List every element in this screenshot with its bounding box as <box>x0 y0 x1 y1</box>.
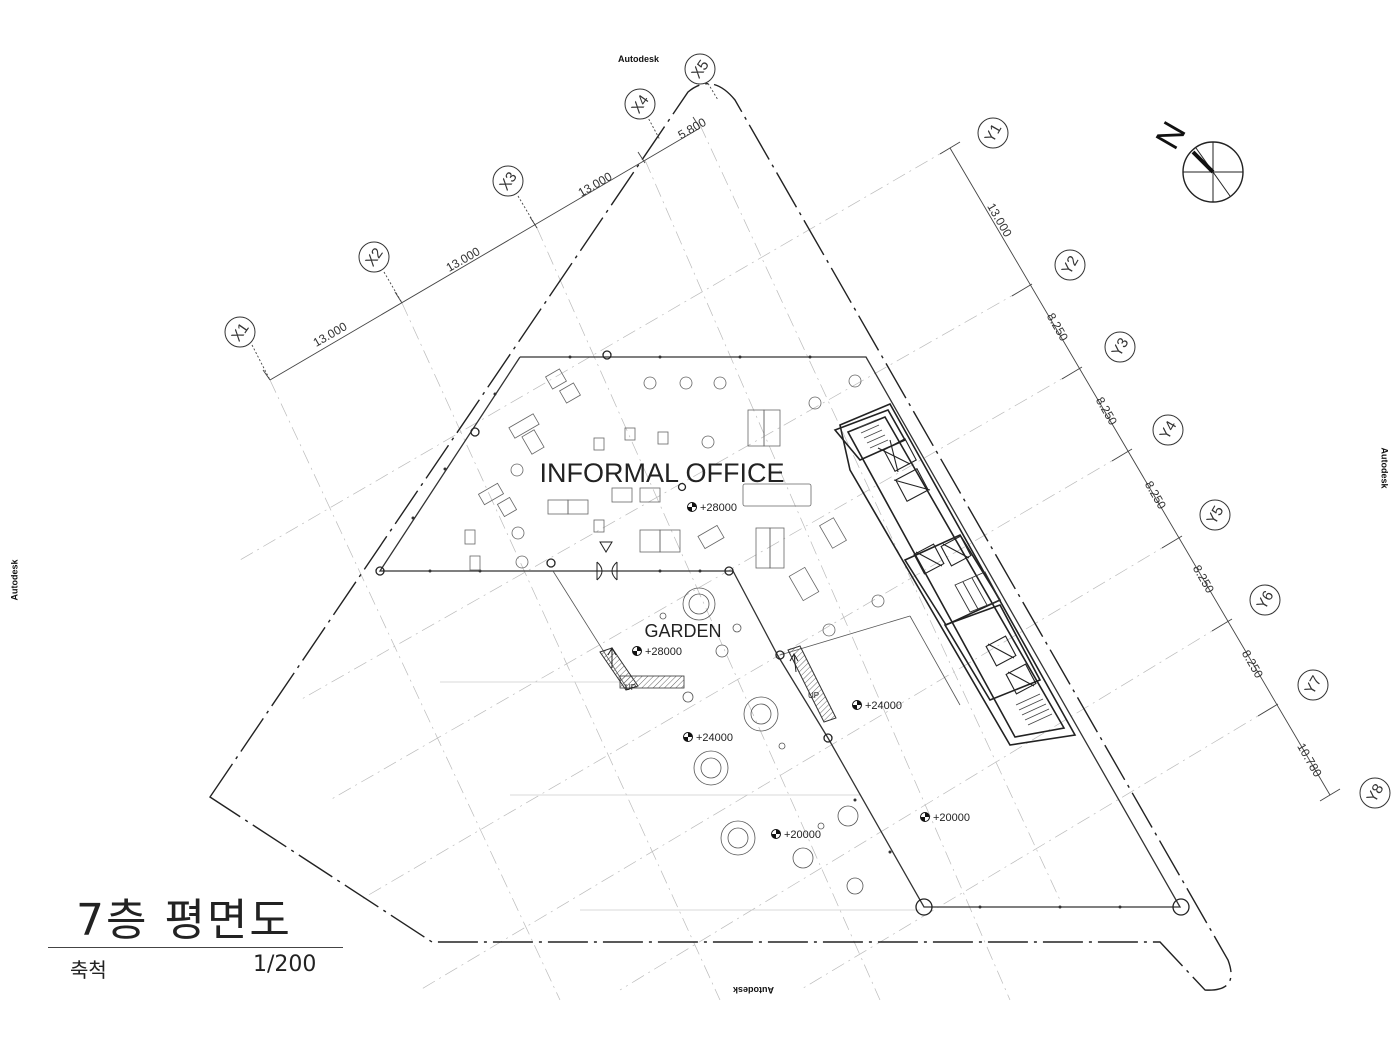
stairs-left <box>599 646 685 691</box>
garden-trees <box>659 587 864 895</box>
y-grid-bubbles <box>977 117 1391 809</box>
scale-value: 1/200 <box>253 952 317 977</box>
grid-lines <box>239 124 1269 1001</box>
office-round-tables <box>510 374 885 637</box>
x-grid-bubbles <box>224 53 716 348</box>
y-spacing-2: 8.250 <box>1044 310 1071 343</box>
restrooms <box>954 571 1001 613</box>
grid-label-y5: Y5 <box>1203 503 1227 527</box>
column-circles <box>375 350 1190 916</box>
column-points <box>411 355 1122 909</box>
y-spacing-3: 8.250 <box>1093 394 1120 427</box>
x-spacing-2: 13.000 <box>444 244 483 275</box>
grid-bubble-y2 <box>1054 249 1086 281</box>
level-marker-2: +28000 <box>632 646 682 658</box>
office-furniture <box>464 368 847 602</box>
grid-bubble-y7 <box>1297 669 1329 701</box>
grid-label-y7: Y7 <box>1301 673 1325 697</box>
title-underline <box>48 947 343 948</box>
stair-label-up-right: UP <box>808 691 819 700</box>
watermark-bottom: Autodesk <box>733 985 775 995</box>
compass-label: N <box>1149 115 1194 155</box>
grid-bubble-y1 <box>977 117 1009 149</box>
building-core <box>833 402 1077 746</box>
level-text-3: +24000 <box>865 700 902 712</box>
grid-bubble-x1 <box>224 316 256 348</box>
site-boundary <box>209 83 1232 991</box>
north-arrow-icon: N <box>1149 115 1244 203</box>
level-marker-6: +20000 <box>771 829 821 841</box>
x-spacing-4: 5.800 <box>675 115 708 142</box>
y-spacing-labels: 13.000 8.250 8.250 8.250 8.250 8.250 10.… <box>984 201 1325 780</box>
level-marker-5: +20000 <box>920 812 970 824</box>
level-marker-4: +24000 <box>683 732 733 744</box>
grid-bubble-x4 <box>624 88 656 120</box>
y-grid-labels: Y1 Y2 Y3 Y4 Y5 Y6 Y7 Y8 <box>981 121 1387 805</box>
watermark-top: Autodesk <box>618 54 660 64</box>
grid-bubble-y8 <box>1359 777 1391 809</box>
grid-label-y2: Y2 <box>1058 253 1082 277</box>
scale-row: 축척 1/200 <box>48 948 343 982</box>
stairs-right <box>787 645 837 723</box>
grid-bubble-x2 <box>358 241 390 273</box>
grid-bubble-x3 <box>492 165 524 197</box>
level-text-1: +28000 <box>700 502 737 514</box>
scale-label: 축척 <box>70 958 107 982</box>
y-spacing-7: 10.780 <box>1294 741 1325 780</box>
y-spacing-4: 8.250 <box>1142 478 1169 511</box>
level-markers: +28000 +28000 +24000 +24000 +20000 +2000… <box>632 502 970 841</box>
x-grid-labels: X1 X2 X3 X4 X5 <box>228 57 712 345</box>
level-marker-1: +28000 <box>687 502 737 514</box>
door-symbol <box>596 541 618 581</box>
y-spacing-5: 8.250 <box>1190 562 1217 595</box>
grid-label-y8: Y8 <box>1363 781 1387 805</box>
stair-labels: UP UP <box>625 683 819 700</box>
watermark-right: Autodesk <box>1379 447 1390 489</box>
watermark-left: Autodesk <box>9 559 20 601</box>
level-text-2: +28000 <box>645 646 682 658</box>
stair-hatching <box>857 419 1053 726</box>
grid-bubble-y6 <box>1249 584 1281 616</box>
room-label-informal-office: INFORMAL OFFICE <box>539 458 784 488</box>
grid-label-y3: Y3 <box>1108 335 1132 359</box>
level-marker-3: +24000 <box>852 700 902 712</box>
grid-label-y6: Y6 <box>1253 588 1277 612</box>
grid-bubble-y3 <box>1104 331 1136 363</box>
level-text-4: +24000 <box>696 732 733 744</box>
grid-bubble-y5 <box>1199 499 1231 531</box>
grid-label-y4: Y4 <box>1156 418 1180 442</box>
y-spacing-6: 8.250 <box>1239 647 1266 680</box>
level-text-6: +20000 <box>784 829 821 841</box>
y-dimension-line <box>939 141 1341 802</box>
drawing-title: 7층 평면도 <box>76 895 292 946</box>
horizontal-grid-lines <box>440 681 920 911</box>
stair-label-up-left: UP <box>625 683 636 692</box>
y-spacing-1: 13.000 <box>984 201 1015 240</box>
grid-bubble-x5 <box>684 53 716 85</box>
grid-bubble-y4 <box>1152 414 1184 446</box>
x-spacing-3: 13.000 <box>576 169 615 200</box>
room-label-garden: GARDEN <box>644 621 721 641</box>
level-text-5: +20000 <box>933 812 970 824</box>
elevators <box>877 438 1037 695</box>
grid-label-y1: Y1 <box>981 121 1005 145</box>
title-block: 7층 평면도 축척 1/200 <box>48 895 343 982</box>
